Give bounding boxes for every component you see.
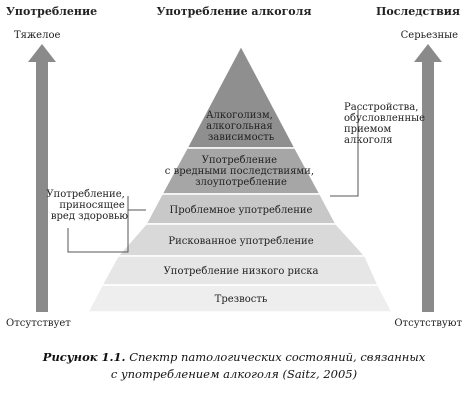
left-axis-top-label: Тяжелое (14, 30, 61, 41)
annotation-line: приносящее (59, 200, 125, 211)
right-axis-header: Последствия (376, 5, 460, 18)
right-annotation-text: Расстройства, обусловленные приемом алко… (344, 102, 428, 146)
left-axis-bottom-label: Отсутствует (6, 318, 71, 329)
level-label-problem-use: Проблемное употребление (170, 205, 313, 216)
level-label-alcoholism: Алкоголизм, алкогольная зависимость (206, 110, 276, 143)
annotation-line: обусловленные (344, 113, 425, 124)
figure-caption-line1: Рисунок 1.1. Спектр патологических состо… (0, 350, 468, 364)
level-label-line: злоупотребление (195, 177, 287, 188)
left-annotation-bracket (67, 196, 146, 253)
figure-caption-text1: Спектр патологических состояний, связанн… (129, 350, 426, 364)
level-label-line: зависимость (208, 132, 275, 143)
level-label-line: Употребление (202, 155, 277, 166)
figure-caption-label: Рисунок 1.1. (42, 350, 126, 364)
level-label-line: Алкоголизм, (206, 110, 273, 121)
annotation-line: приемом (344, 124, 391, 135)
left-axis-header: Употребление (6, 5, 98, 18)
left-severity-arrow (28, 44, 56, 312)
level-label-abstinence: Трезвость (215, 294, 268, 305)
figure-caption-line2: с употреблением алкоголя (Saitz, 2005) (110, 367, 358, 381)
pyramid-level-abstinence (86, 284, 394, 313)
pyramid (86, 44, 394, 313)
level-label-low-risk-use: Употребление низкого риска (164, 266, 319, 277)
right-annotation-bracket (330, 110, 359, 197)
pyramid-diagram: Алкоголизм, алкогольная зависимость Упот… (28, 44, 442, 313)
center-header: Употребление алкоголя (156, 5, 312, 18)
right-consequences-arrow (414, 44, 442, 312)
level-label-line: с вредными последствиями, (165, 166, 314, 177)
annotation-line: вред здоровью (51, 211, 128, 222)
level-label-line: алкогольная (206, 121, 273, 132)
right-axis-top-label: Серьезные (400, 30, 458, 41)
annotation-line: алкоголя (344, 135, 393, 146)
level-label-risky-use: Рискованное употребление (168, 236, 313, 247)
level-label-harmful-use: Употребление с вредными последствиями, з… (165, 155, 317, 188)
annotation-line: Расстройства, (344, 102, 418, 113)
annotation-line: Употребление, (46, 189, 124, 200)
left-annotation-text: Употребление, приносящее вред здоровью (46, 189, 128, 222)
right-axis-bottom-label: Отсутствуют (394, 318, 462, 329)
